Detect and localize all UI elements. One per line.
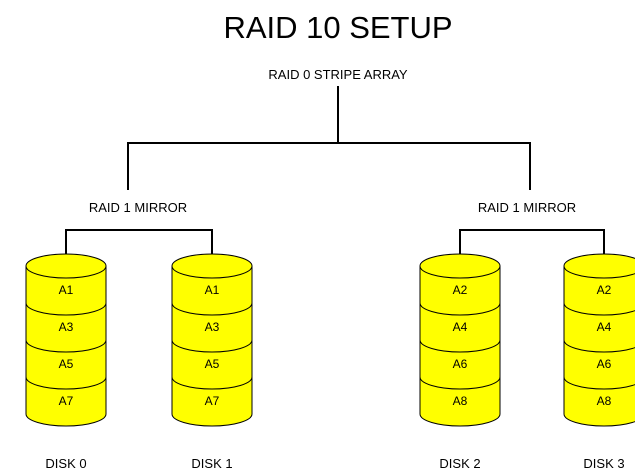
disk-block-label: A3 [59,320,74,334]
disk-label: DISK 2 [439,456,480,471]
disk-segment-divider [419,376,501,390]
disk-segment-divider [563,302,635,316]
disk-segment-divider [419,302,501,316]
disk-block-label: A5 [205,357,220,371]
disk-body [419,265,501,427]
disk-block-label: A7 [205,394,220,408]
stripe-connector [127,86,531,190]
disk-segment-divider [419,339,501,353]
disk-label: DISK 3 [583,456,624,471]
disk-block-label: A7 [59,394,74,408]
stripe-array-label: RAID 0 STRIPE ARRAY [268,67,408,82]
diagram-title: RAID 10 SETUP [223,10,452,45]
disk-top-cap [419,253,501,279]
disk-block-label: A5 [59,357,74,371]
disk-block-label: A8 [453,394,468,408]
disk-segment-divider [171,376,253,390]
disk-label: DISK 1 [191,456,232,471]
disk-segment-divider [171,302,253,316]
disk-top-cap [25,253,107,279]
disk-block-label: A4 [597,320,612,334]
disk-block-label: A2 [453,283,468,297]
disk-top-cap [563,253,635,279]
disk-label: DISK 0 [45,456,86,471]
disk-segment-divider [171,339,253,353]
disk-segment-divider [25,302,107,316]
disk-body [171,265,253,427]
mirror-label-left: RAID 1 MIRROR [89,200,187,215]
disk-body [25,265,107,427]
disk-top-cap [171,253,253,279]
disk-segment-divider [25,376,107,390]
disk-block-label: A4 [453,320,468,334]
disk-body [563,265,635,427]
mirror-label-right: RAID 1 MIRROR [478,200,576,215]
disk-block-label: A1 [59,283,74,297]
disk-block-label: A6 [597,357,612,371]
disk-block-label: A6 [453,357,468,371]
disk-block-label: A2 [597,283,612,297]
disk-segment-divider [563,339,635,353]
disk-block-label: A1 [205,283,220,297]
disk-block-label: A8 [597,394,612,408]
disk-segment-divider [25,339,107,353]
disk-block-label: A3 [205,320,220,334]
disk-segment-divider [563,376,635,390]
